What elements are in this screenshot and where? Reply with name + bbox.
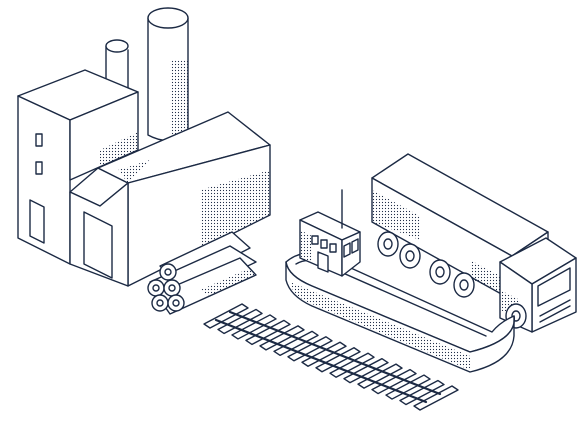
barge-cabin (299, 189, 361, 277)
railway-track (203, 303, 459, 411)
factory (17, 7, 271, 287)
rail-tie (203, 303, 249, 329)
log-pile (147, 231, 257, 315)
truck-trailer (371, 153, 549, 301)
tall-building (17, 69, 139, 265)
truck-wheels (377, 231, 527, 329)
window (35, 133, 43, 147)
barge (285, 189, 515, 373)
rail (228, 310, 442, 396)
door (29, 199, 45, 244)
windshield (537, 267, 571, 307)
shed-door (83, 211, 113, 279)
rail (214, 318, 428, 404)
long-shed (69, 111, 271, 287)
window (35, 161, 43, 175)
truck (371, 153, 577, 333)
log-ends (147, 263, 185, 312)
tall-silo (147, 7, 189, 142)
